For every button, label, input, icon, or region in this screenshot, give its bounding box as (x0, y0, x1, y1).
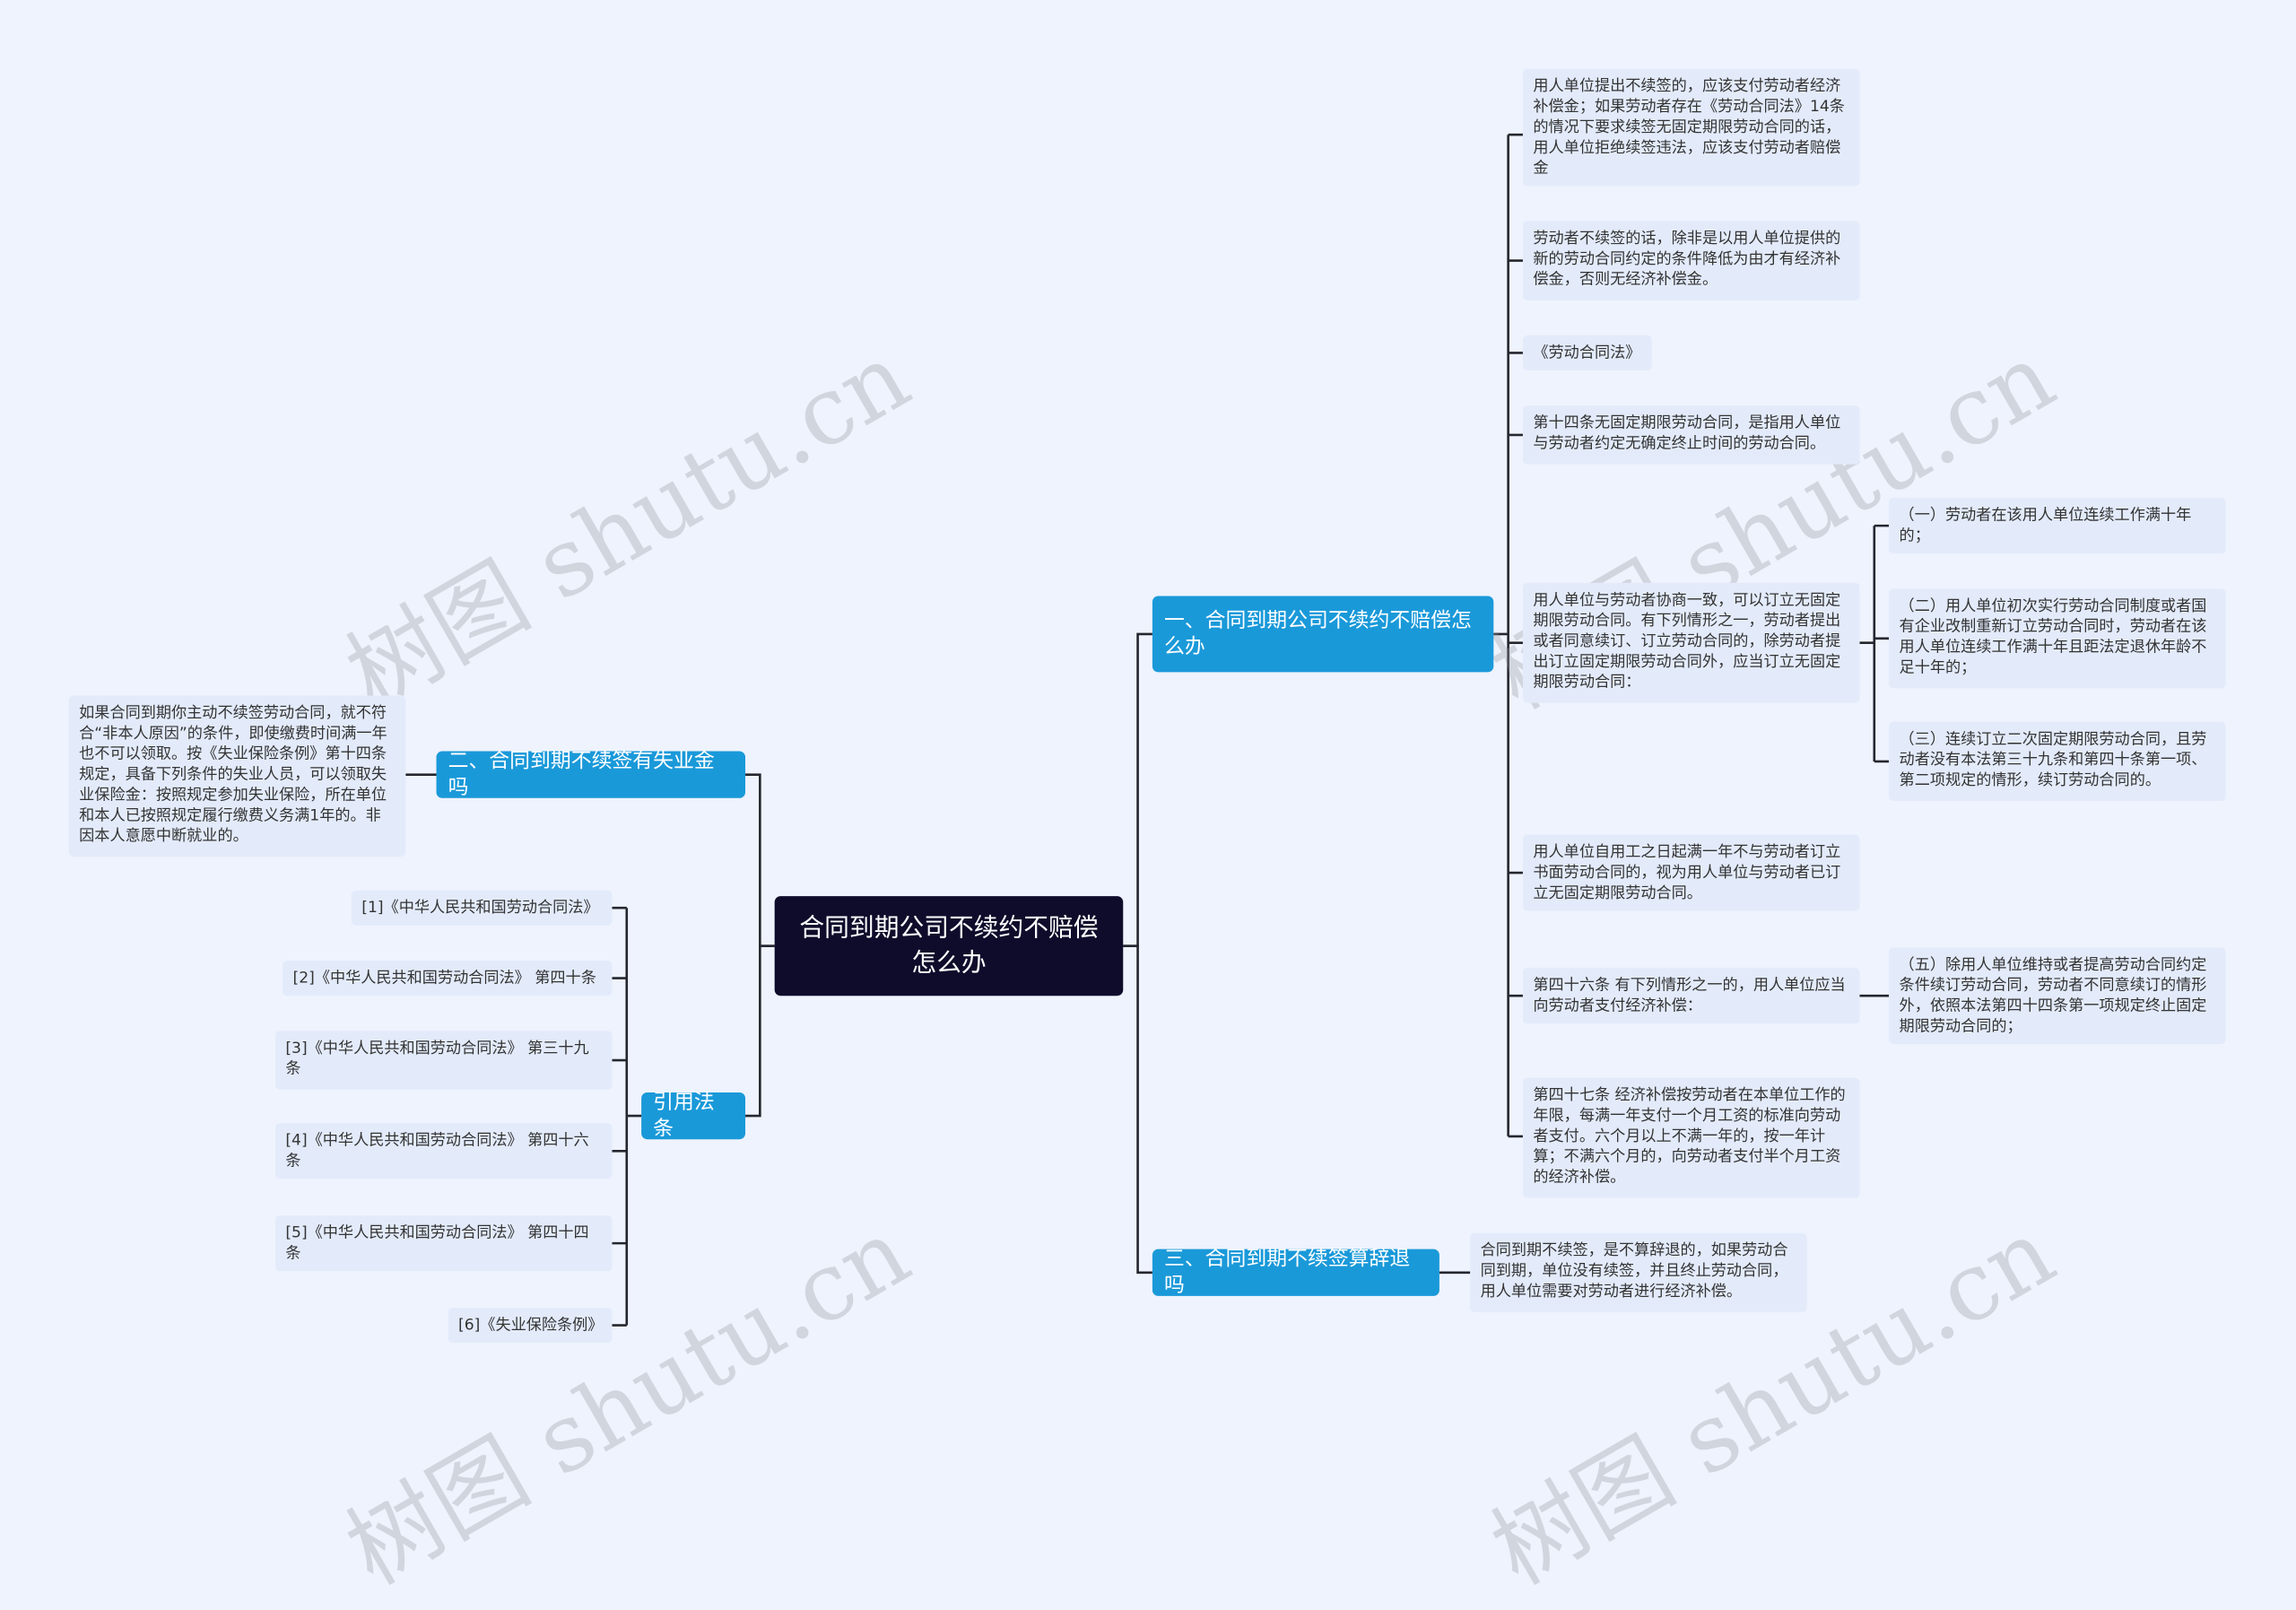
reference-item[interactable]: [1]《中华人民共和国劳动合同法》 (351, 890, 613, 926)
branch-dismissal[interactable]: 三、合同到期不续签算辞退吗 (1152, 1248, 1439, 1298)
reference-item[interactable]: [4]《中华人民共和国劳动合同法》 第四十六条 (274, 1123, 613, 1179)
leaf-condition-5[interactable]: （五）除用人单位维持或者提高劳动合同约定条件续订劳动合同，劳动者不同意续订的情形… (1889, 947, 2226, 1045)
leaf-article-46[interactable]: 第四十六条 有下列情形之一的，用人单位应当向劳动者支付经济补偿： (1522, 968, 1860, 1024)
root-node[interactable]: 合同到期公司不续约不赔偿怎么办 (774, 896, 1124, 996)
branch-unemployment-benefit[interactable]: 二、合同到期不续签有失业金吗 (436, 750, 746, 799)
link-l5-subs (1859, 524, 1890, 763)
leaf-employee-refuses[interactable]: 劳动者不续签的话，除非是以用人单位提供的新的劳动合同约定的条件降低为由才有经济补… (1522, 221, 1860, 300)
leaf-not-dismissal[interactable]: 合同到期不续签，是不算辞退的，如果劳动合同到期，单位没有续签，并且终止劳动合同，… (1470, 1232, 1807, 1312)
leaf-condition-2[interactable]: （二）用人单位初次实行劳动合同制度或者国有企业改制重新订立劳动合同时，劳动者在该… (1889, 588, 2226, 689)
branch-no-renewal-no-compensation[interactable]: 一、合同到期公司不续约不赔偿怎么办 (1152, 596, 1494, 673)
reference-item[interactable]: [6]《失业保险条例》 (448, 1307, 613, 1344)
reference-item[interactable]: [5]《中华人民共和国劳动合同法》 第四十四条 (274, 1215, 613, 1272)
link-b1-leaves (1493, 133, 1523, 1138)
leaf-one-year-no-contract[interactable]: 用人单位自用工之日起满一年不与劳动者订立书面劳动合同的，视为用人单位与劳动者已订… (1522, 834, 1860, 911)
leaf-condition-1[interactable]: （一）劳动者在该用人单位连续工作满十年的； (1889, 498, 2226, 554)
leaf-employer-refuses[interactable]: 用人单位提出不续签的，应该支付劳动者经济补偿金；如果劳动者存在《劳动合同法》14… (1522, 68, 1860, 187)
leaf-open-ended-contract[interactable]: 用人单位与劳动者协商一致，可以订立无固定期限劳动合同。有下列情形之一，劳动者提出… (1522, 582, 1860, 703)
leaf-unemployment-conditions[interactable]: 如果合同到期你主动不续签劳动合同，就不符合“非本人原因”的条件，即使缴费时间满一… (68, 695, 406, 857)
link-root-b3 (1123, 944, 1152, 1275)
link-root-b1 (1123, 632, 1152, 947)
reference-item[interactable]: [3]《中华人民共和国劳动合同法》 第三十九条 (274, 1031, 613, 1090)
branch-cited-laws[interactable]: 引用法条 (641, 1091, 746, 1141)
link-root-b4 (745, 944, 775, 1118)
leaf-article-47[interactable]: 第四十七条 经济补偿按劳动者在本单位工作的年限，每满一年支付一个月工资的标准向劳… (1522, 1077, 1860, 1198)
mind-map: 树图 shutu.cn 树图 shutu.cn 树图 shutu.cn 树图 s… (68, 68, 2226, 1606)
link-root-b2 (745, 773, 775, 947)
leaf-labor-contract-law[interactable]: 《劳动合同法》 (1522, 335, 1652, 371)
connector-lines (405, 133, 1890, 1327)
reference-item[interactable]: [2]《中华人民共和国劳动合同法》 第四十条 (283, 961, 613, 996)
leaf-article-14[interactable]: 第十四条无固定期限劳动合同，是指用人单位与劳动者约定无确定终止时间的劳动合同。 (1522, 405, 1860, 465)
leaf-condition-3[interactable]: （三）连续订立二次固定期限劳动合同，且劳动者没有本法第三十九条和第四十条第一项、… (1889, 721, 2226, 802)
link-b4-refs (612, 906, 642, 1327)
